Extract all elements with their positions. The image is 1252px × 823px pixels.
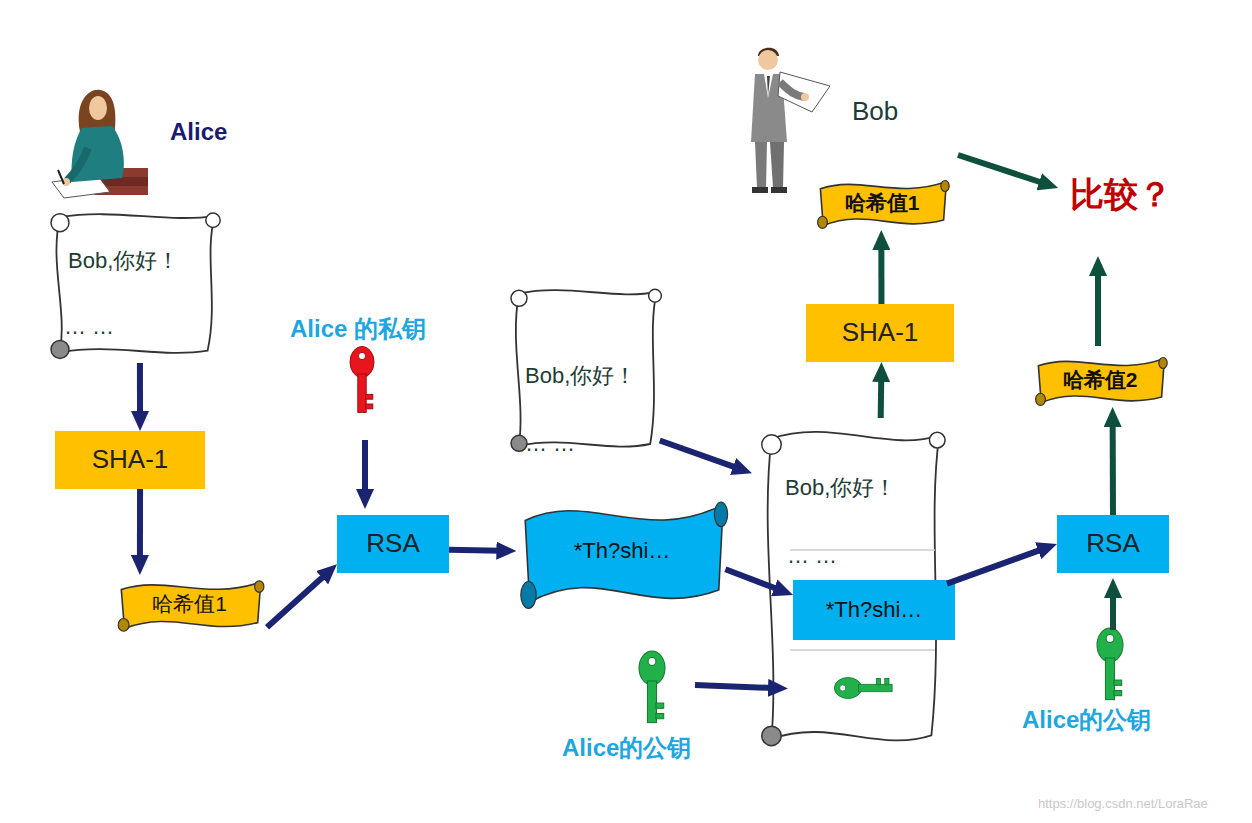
banner-curl: [818, 216, 828, 228]
key-label: Alice 的私钥: [290, 315, 426, 344]
hash-value-banner: 哈希值1: [112, 575, 267, 633]
signed-message-scroll: Bob,你好！ … … *Th?shi…: [752, 418, 947, 763]
hash-value-banner: 哈希值2: [1030, 352, 1170, 407]
compare-label: 比较？: [1070, 174, 1172, 215]
flow-arrow: [878, 246, 884, 304]
flow-arrow: [878, 378, 885, 418]
banner-body: [820, 182, 946, 226]
watermark: https://blog.csdn.net/LoraRae: [1038, 796, 1208, 812]
scroll-curl: [762, 435, 782, 455]
banner-body: [525, 505, 723, 603]
hash-value-banner: 哈希值1: [812, 175, 952, 230]
actor-name: Bob: [852, 96, 898, 127]
node-text: RSA: [1086, 528, 1139, 559]
flow-arrow: [449, 547, 500, 554]
bob-figure: [751, 48, 830, 193]
scroll-curl: [51, 340, 69, 358]
key-arrow: [695, 685, 772, 688]
node-text: … …: [525, 431, 575, 457]
flow-arrow: [137, 489, 143, 559]
rsa-box: RSA: [1057, 515, 1169, 573]
flow-arrow: [267, 575, 325, 627]
banner-curl: [714, 502, 727, 526]
node-text: Bob,你好！: [785, 475, 896, 501]
node-text: *Th?shi…: [574, 538, 671, 564]
rsa-box: RSA: [337, 515, 449, 573]
scroll-curl: [649, 289, 662, 302]
document-scroll: Bob,你好！ … …: [42, 208, 222, 363]
node-text: SHA-1: [92, 444, 169, 475]
node-text: 哈希值1: [845, 190, 920, 215]
scroll-curl: [929, 432, 945, 448]
scroll-curl: [511, 435, 527, 451]
scroll-curl: [511, 290, 527, 306]
public-key-icon: [639, 651, 665, 723]
banner-curl: [941, 181, 949, 192]
public-key-icon: [1097, 628, 1123, 700]
scroll-curl: [206, 213, 220, 227]
flow-arrow: [1110, 423, 1116, 515]
compare-arrow: [1095, 272, 1101, 346]
banner-curl: [1036, 393, 1046, 405]
signature-scroll: *Th?shi…: [512, 490, 732, 612]
node-text: RSA: [366, 528, 419, 559]
node-text: SHA-1: [842, 317, 919, 348]
banner-curl: [118, 619, 129, 632]
private-key-icon: [350, 346, 374, 412]
key-label: Alice的公钥: [1022, 706, 1151, 735]
banner-curl: [521, 582, 536, 609]
node-text: *Th?shi…: [826, 597, 923, 623]
signature-band: *Th?shi…: [793, 580, 955, 640]
key-arrow: [1110, 594, 1116, 630]
compare-arrow: [958, 155, 1043, 183]
banner-curl: [255, 581, 264, 593]
scroll-body: [516, 290, 657, 447]
flow-arrow: [947, 549, 1042, 583]
hash-function-box: SHA-1: [55, 431, 205, 489]
banner-body: [1038, 359, 1164, 403]
node-text: Bob,你好！: [525, 363, 636, 389]
banner-body: [121, 582, 260, 628]
node-text: … …: [787, 543, 837, 569]
alice-figure: [52, 90, 148, 198]
flow-arrow: [660, 441, 737, 468]
key-arrow: [362, 440, 368, 493]
connector-layer: [140, 246, 1113, 627]
hash-function-box: SHA-1: [806, 304, 954, 362]
node-text: 哈希值1: [152, 591, 227, 616]
scroll-curl: [762, 726, 782, 746]
banner-curl: [1159, 358, 1167, 369]
node-text: 哈希值2: [1063, 367, 1138, 392]
node-text: Bob,你好！: [68, 248, 179, 274]
node-text: … …: [64, 314, 114, 340]
document-scroll: Bob,你好！ … …: [503, 283, 663, 458]
key-label: Alice的公钥: [562, 734, 691, 763]
scroll-curl: [51, 214, 69, 232]
flow-arrow: [137, 363, 143, 415]
actor-name: Alice: [170, 118, 227, 147]
scroll-outline: [42, 208, 222, 363]
scroll-body: [56, 214, 214, 353]
